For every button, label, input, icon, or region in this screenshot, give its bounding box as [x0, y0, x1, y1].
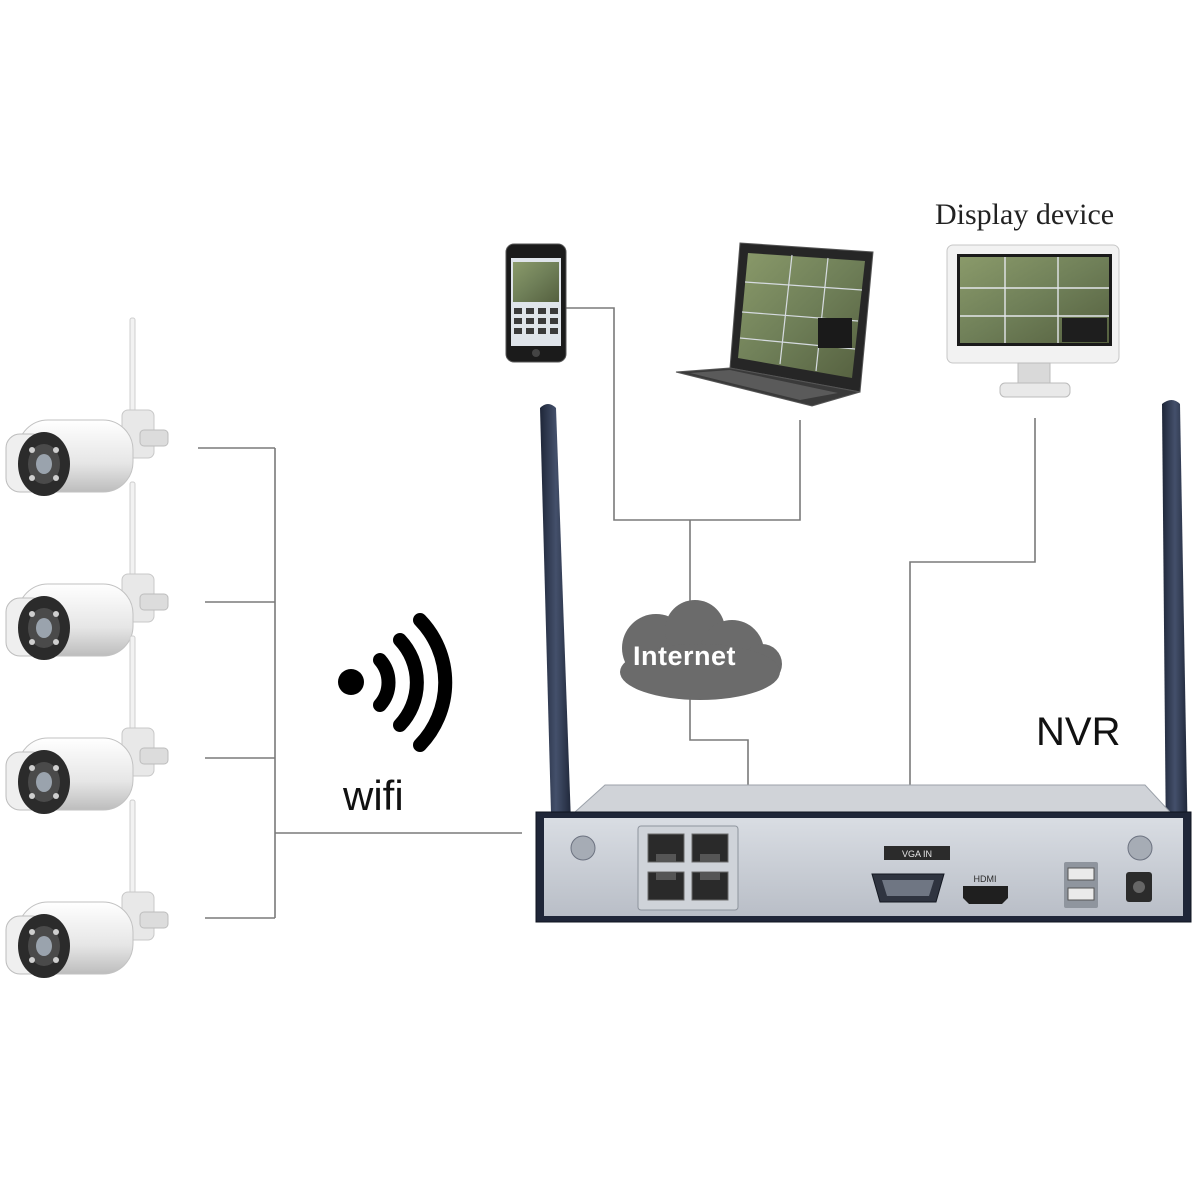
wifi-label: wifi: [343, 772, 404, 819]
wifi-icon: [338, 613, 453, 752]
nvr-hdmi-port: HDMI: [963, 874, 1008, 904]
monitor: [946, 244, 1120, 398]
laptop: [675, 242, 874, 407]
internet-label: Internet: [633, 641, 737, 671]
camera-3: [5, 635, 169, 815]
camera-2: [5, 481, 169, 661]
connection-lines: [198, 307, 1036, 919]
internet-cloud: [620, 600, 782, 700]
nvr-power-port: [1126, 872, 1152, 902]
nvr-antenna-left: [540, 404, 578, 866]
smartphone: [505, 243, 567, 363]
phone-link-line: [560, 307, 801, 521]
display-device-label: Display device: [935, 198, 1115, 231]
display-link-line: [909, 418, 1036, 868]
nvr-vga-label: VGA IN: [902, 849, 932, 859]
nvr-lan-ports: [637, 825, 739, 911]
nvr-usb-ports: [1064, 862, 1098, 908]
nvr-hdmi-label: HDMI: [974, 874, 997, 884]
nvr: VGA IN HDMI: [535, 400, 1192, 923]
nvr-vga-port: VGA IN: [871, 846, 950, 903]
nvr-label: NVR: [1036, 710, 1121, 754]
camera-1: [5, 317, 169, 497]
camera-bus-line: [198, 447, 522, 919]
camera-4: [5, 799, 169, 979]
